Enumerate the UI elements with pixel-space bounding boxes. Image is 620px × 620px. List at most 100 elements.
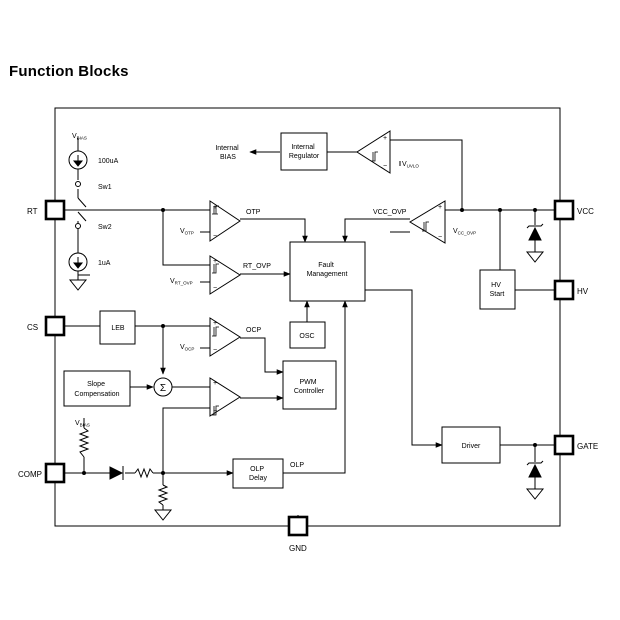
- resistor-comp-ground: [157, 484, 169, 506]
- ocp-signal-label: OCP: [246, 327, 262, 334]
- svg-text:HV Start: HV Start: [490, 282, 505, 298]
- svg-text:Fault Management: Fault Management: [307, 262, 348, 278]
- pin-label-rt: RT: [27, 207, 38, 216]
- olp-delay-label: OLP: [250, 466, 264, 473]
- hv-start-block: [479, 269, 516, 310]
- hv-start-label: Start: [490, 291, 505, 298]
- osc-block: [289, 321, 326, 349]
- ground-symbol: [525, 251, 545, 263]
- page-title: Function Blocks: [9, 63, 129, 80]
- vcc-ovp-comparator: [409, 200, 446, 244]
- current-source-1ua: [68, 252, 88, 272]
- svg-text:+: +: [213, 320, 217, 327]
- olp-delay-block: [232, 458, 284, 489]
- svg-text:+: +: [438, 204, 442, 211]
- svg-text:+: +: [213, 204, 217, 211]
- internal-bias-label: BIAS: [220, 154, 236, 161]
- pin-label-vcc: VCC: [577, 207, 594, 216]
- otp-signal-label: OTP: [246, 209, 261, 216]
- pin-cs: [44, 315, 66, 337]
- sw2-switch-contact: [75, 223, 81, 229]
- current-1ua-label: 1uA: [98, 260, 111, 267]
- current-source-100ua: [68, 150, 88, 170]
- pin-gnd: [287, 515, 309, 537]
- olp-signal-label: OLP: [290, 462, 304, 469]
- ground-symbol: [525, 488, 545, 500]
- svg-text:Internal Regulator: Internal Regulator: [289, 144, 320, 160]
- ground-symbol: [153, 509, 173, 521]
- rt-ovp-comparator: [209, 255, 241, 295]
- resistor-vbias: [78, 427, 90, 458]
- vuvlo-label: VUVLO: [402, 161, 419, 169]
- leb-label: LEB: [111, 325, 125, 332]
- svg-text:+: +: [213, 258, 217, 265]
- driver-label: Driver: [462, 443, 481, 450]
- vrt-ovp-label: VRT_OVP: [170, 278, 193, 286]
- ocp-comparator: [209, 317, 241, 357]
- rt-ovp-signal-label: RT_OVP: [243, 263, 271, 270]
- fault-management-block: [289, 241, 366, 302]
- pin-comp: [44, 462, 66, 484]
- votp-label: VOTP: [180, 228, 194, 236]
- internal-regulator-label: Internal: [291, 144, 315, 151]
- pin-rt: [44, 199, 66, 221]
- internal-bias-label: Internal: [215, 145, 239, 152]
- diode: [109, 466, 124, 480]
- svg-text:−: −: [213, 347, 217, 354]
- otp-comparator: [209, 200, 241, 242]
- current-100ua-label: 100uA: [98, 158, 119, 165]
- pin-label-gnd: GND: [289, 544, 307, 553]
- pin-label-gate: GATE: [577, 442, 598, 451]
- leb-block: [99, 310, 136, 345]
- zener-diode-vcc: [526, 223, 544, 241]
- slope-compensation-label: Slope: [87, 381, 105, 388]
- pwm-controller-block: [282, 360, 337, 410]
- svg-text:OLP Delay: OLP Delay: [249, 466, 267, 482]
- pin-vcc: [553, 199, 575, 221]
- resistor-comp-series: [134, 467, 154, 479]
- vocp-label: VOCP: [180, 344, 194, 352]
- vbias-top-label: VBIAS: [72, 133, 87, 141]
- svg-text:Slope Compensation: Slope Compensation: [74, 381, 119, 398]
- slope-compensation-block: [63, 370, 131, 407]
- svg-text:+: +: [383, 135, 387, 142]
- svg-text:PWM Controller: PWM Controller: [294, 379, 325, 395]
- svg-text:−: −: [438, 234, 442, 241]
- internal-regulator-block: [280, 132, 328, 171]
- zener-diode-gate: [526, 460, 544, 478]
- pwm-controller-label: Controller: [294, 388, 325, 395]
- fault-management-label: Fault: [318, 262, 334, 269]
- vcc-ovp-ref-label: VCC_OVP: [453, 228, 476, 236]
- sw1-switch-contact: [75, 181, 81, 187]
- pin-gate: [553, 434, 575, 456]
- uvlo-comparator: [356, 130, 391, 174]
- ground-symbol: [68, 275, 88, 291]
- svg-text:−: −: [213, 285, 217, 292]
- svg-text:−: −: [213, 233, 217, 240]
- fault-management-label: Management: [307, 271, 348, 278]
- svg-text:Internal BIAS: Internal BIAS: [215, 145, 240, 161]
- junction-dots: [82, 208, 537, 475]
- pin-label-cs: CS: [27, 323, 38, 332]
- pwm-controller-label: PWM: [299, 379, 316, 386]
- svg-text:−: −: [383, 163, 387, 170]
- sw1-label: Sw1: [98, 184, 112, 191]
- sw2-label: Sw2: [98, 224, 112, 231]
- driver-block: [441, 426, 501, 464]
- pin-hv: [553, 279, 575, 301]
- pin-label-hv: HV: [577, 287, 589, 296]
- slope-compensation-label: Compensation: [74, 391, 119, 398]
- svg-text:−: −: [213, 408, 217, 415]
- pin-label-comp: COMP: [18, 470, 42, 479]
- internal-regulator-label: Regulator: [289, 153, 320, 160]
- olp-delay-label: Delay: [249, 475, 267, 482]
- svg-text:+: +: [213, 380, 217, 387]
- summer-node: [153, 377, 173, 397]
- hv-start-label: HV: [491, 282, 501, 289]
- vbias-comp-label: VBIAS: [75, 420, 90, 428]
- pwm-comparator: [209, 377, 241, 417]
- vcc-ovp-signal-label: VCC_OVP: [373, 209, 407, 216]
- summer-symbol: Σ: [160, 383, 166, 394]
- osc-label: OSC: [299, 333, 314, 340]
